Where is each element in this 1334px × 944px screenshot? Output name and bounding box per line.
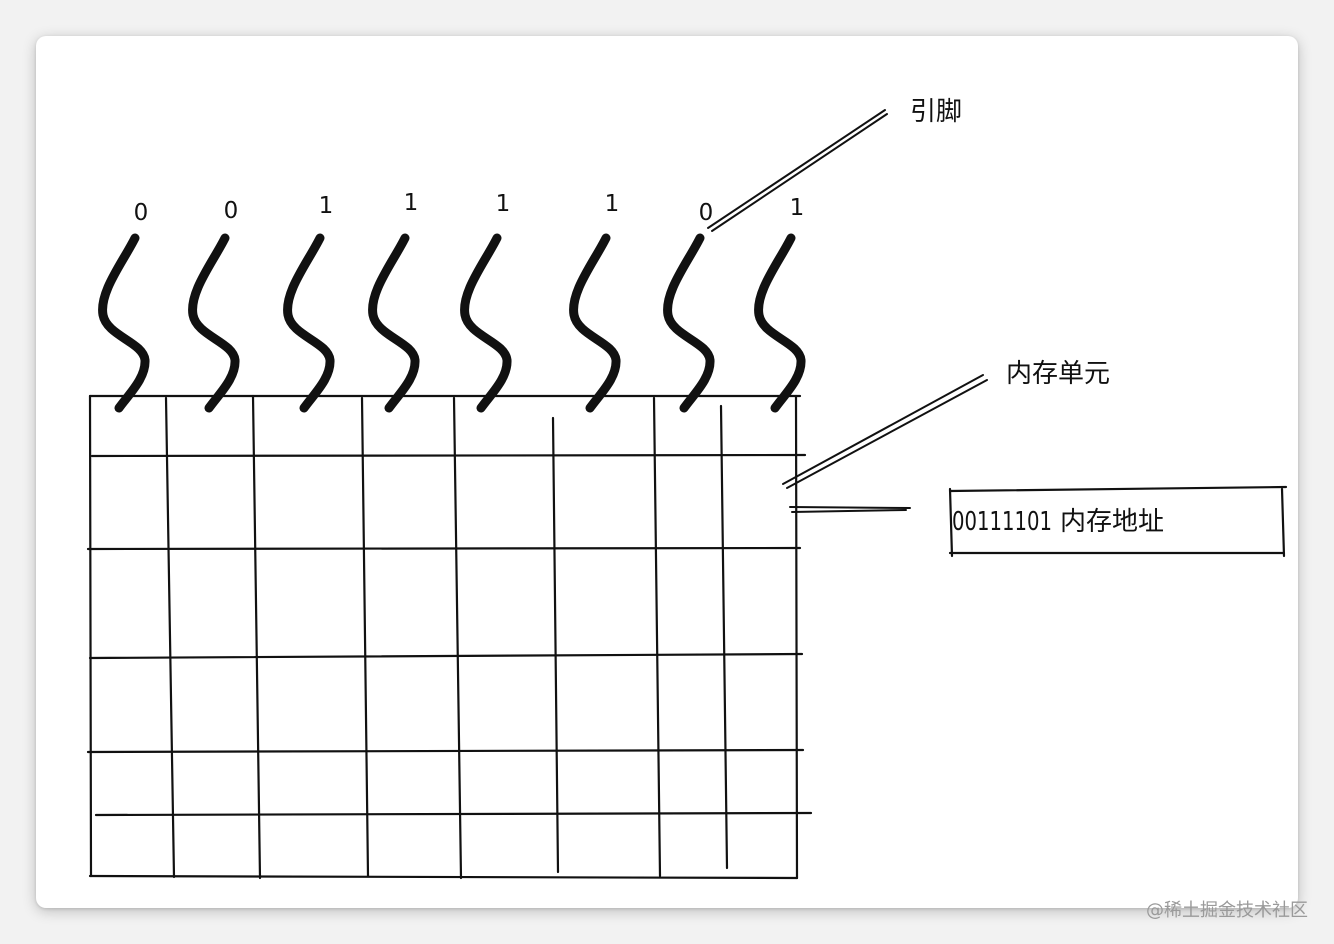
- pin-pointer-line: [707, 109, 886, 229]
- grid-line-v: [360, 396, 370, 878]
- pin-3: [368, 233, 420, 413]
- pin-1: [188, 233, 240, 413]
- pin-5: [569, 233, 621, 413]
- pointer-lines: [707, 109, 988, 513]
- grid-line-v: [251, 394, 262, 880]
- bit-label-4: 1: [496, 191, 511, 217]
- grid-line-v: [652, 396, 662, 878]
- grid-line-v: [551, 416, 560, 874]
- pin-4: [460, 233, 512, 413]
- grid-line-h: [86, 546, 802, 551]
- memory-unit-pointer-line: [782, 374, 984, 485]
- bit-label-6: 0: [699, 200, 714, 226]
- bit-label-1: 0: [224, 198, 239, 224]
- pin-6: [663, 233, 715, 413]
- pin-0: [98, 233, 150, 413]
- pin-7: [754, 233, 806, 413]
- watermark: @稀土掘金技术社区: [1146, 900, 1308, 921]
- bit-label-0: 0: [134, 200, 149, 226]
- address-label: 内存地址: [1060, 507, 1164, 537]
- bit-label-3: 1: [404, 190, 419, 216]
- diagram-card: [36, 36, 1298, 908]
- bit-label-5: 1: [605, 191, 620, 217]
- pin-label: 引脚: [910, 97, 962, 127]
- bit-label-2: 1: [319, 193, 334, 219]
- address-value: 00111101: [952, 507, 1052, 537]
- grid-line-v: [452, 396, 463, 880]
- pin-pointer-line: [711, 113, 888, 232]
- address-pointer-line: [791, 509, 907, 513]
- address-pointer-line: [789, 506, 911, 509]
- grid-line-h: [86, 748, 805, 754]
- memory-grid: [86, 394, 813, 880]
- grid-line-v: [794, 394, 799, 880]
- address-box: [948, 485, 1288, 558]
- grid-line-v: [88, 394, 93, 878]
- memory-unit-pointer-line: [786, 379, 988, 489]
- grid-line-v: [164, 396, 176, 879]
- bit-label-7: 1: [790, 195, 805, 221]
- pin-2: [283, 233, 335, 413]
- grid-line-h: [90, 453, 807, 458]
- grid-line-v: [719, 404, 729, 870]
- grid-line-h: [88, 652, 804, 660]
- memory-unit-label: 内存单元: [1006, 359, 1110, 389]
- pins: [98, 233, 806, 413]
- grid-line-h: [88, 874, 799, 880]
- bit-labels: 0 0 1 1 1 1 0 1: [134, 190, 805, 226]
- grid-line-h: [94, 811, 813, 817]
